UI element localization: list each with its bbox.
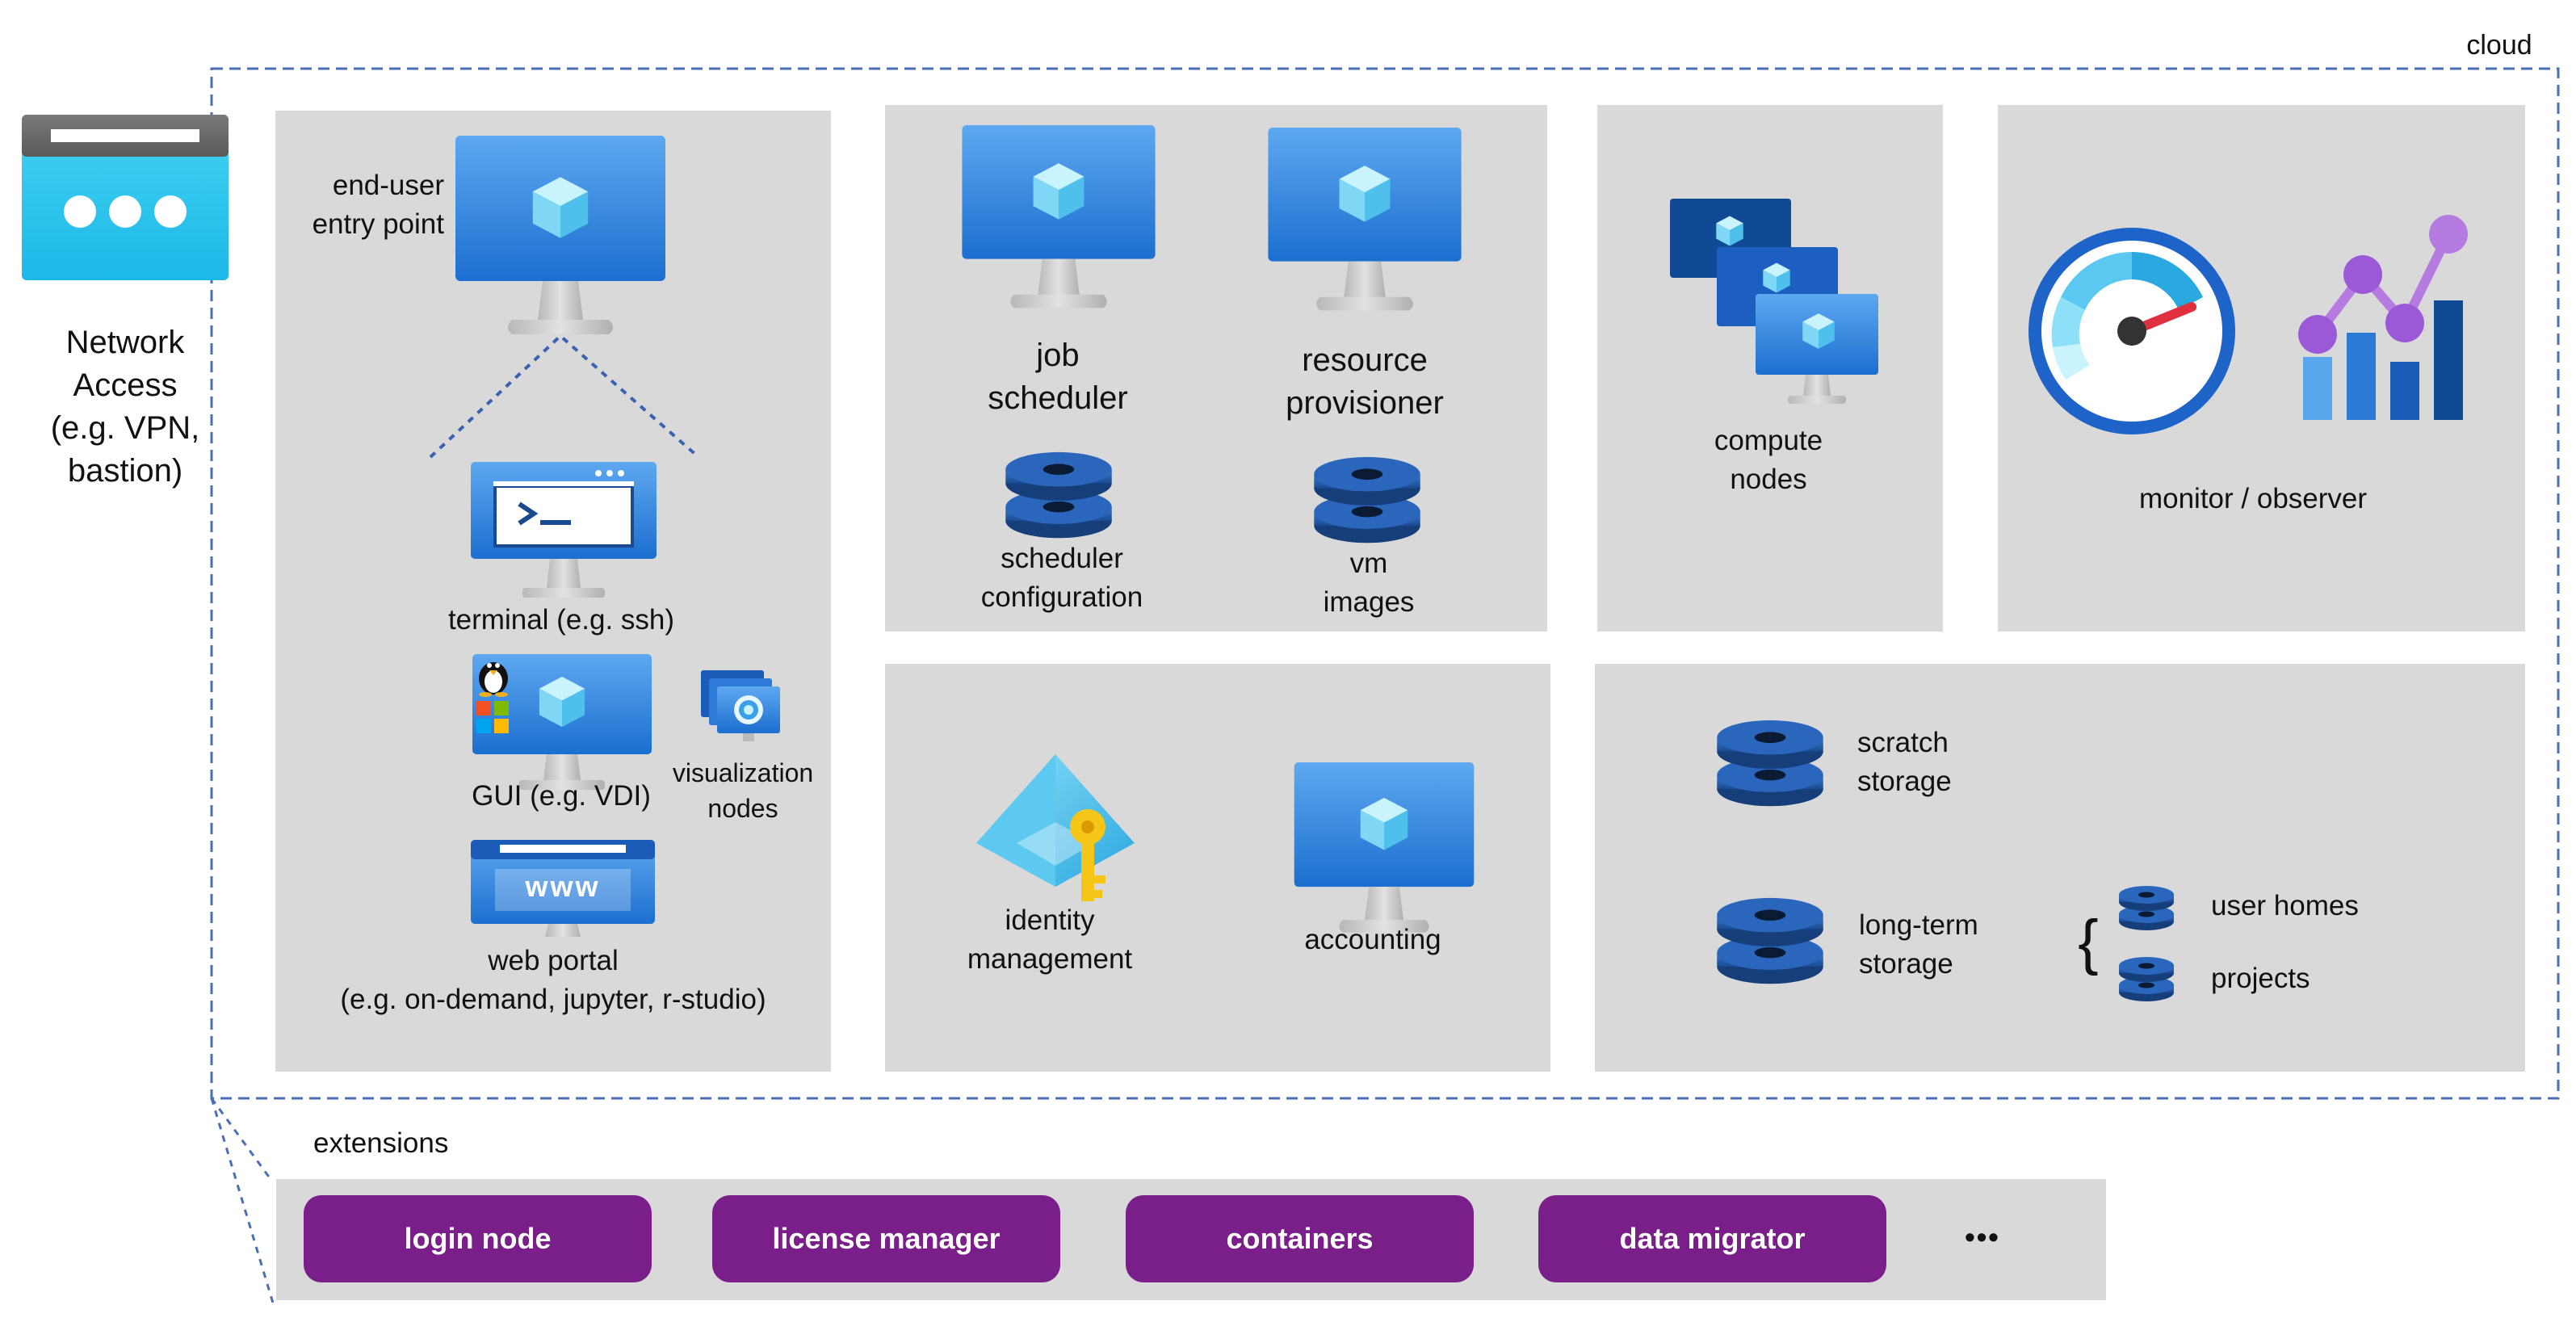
more-extensions-ellipsis: ••• xyxy=(1965,1220,2000,1253)
web-portal-icon xyxy=(471,840,655,937)
projects-disk-icon xyxy=(2119,957,2174,1001)
storage-brace: { xyxy=(2078,908,2099,976)
resource-provisioner-monitor-icon xyxy=(1265,128,1464,313)
visualization-nodes-icon xyxy=(701,670,780,741)
license-manager-button[interactable]: license manager xyxy=(712,1195,1060,1282)
vm-images-label: vm images xyxy=(1323,548,1415,618)
user-homes-label: user homes xyxy=(2211,890,2359,921)
scheduler-config-label: scheduler configuration xyxy=(980,543,1143,613)
terminal-icon xyxy=(471,462,657,598)
resource-provisioner-label: resource provisioner xyxy=(1286,342,1444,421)
containers-button[interactable]: containers xyxy=(1126,1195,1474,1282)
projects-label: projects xyxy=(2211,963,2310,994)
job-scheduler-monitor-icon xyxy=(959,125,1158,311)
data-migrator-button[interactable]: data migrator xyxy=(1538,1195,1886,1282)
cloud-label: cloud xyxy=(2466,30,2532,61)
extensions-title: extensions xyxy=(313,1127,449,1159)
accounting-monitor-icon xyxy=(1291,762,1477,935)
identity-label: identity management xyxy=(967,904,1133,975)
gauge-icon xyxy=(2028,228,2235,434)
scheduler-config-disk-icon xyxy=(1005,451,1112,539)
network-access-label: Network Access (e.g. VPN, bastion) xyxy=(50,325,200,489)
entry-point-label: end-user entry point xyxy=(312,170,444,240)
identity-pyramid-key-icon xyxy=(976,754,1135,901)
terminal-label: terminal (e.g. ssh) xyxy=(447,604,675,636)
compute-nodes-icon xyxy=(1670,199,1878,404)
job-scheduler-label: job scheduler xyxy=(988,338,1128,416)
analytics-chart-icon xyxy=(2298,215,2468,420)
windows-logo-icon xyxy=(476,701,509,733)
scratch-storage-label: scratch storage xyxy=(1857,727,1952,797)
monitor-label: monitor / observer xyxy=(2138,483,2368,514)
linux-tux-icon xyxy=(479,662,508,697)
www-label: www xyxy=(525,870,601,903)
web-portal-label: web portal (e.g. on-demand, jupyter, r-s… xyxy=(340,945,766,1015)
longterm-storage-label: long-term storage xyxy=(1859,909,1978,980)
gui-label: GUI (e.g. VDI) xyxy=(472,780,651,812)
vm-images-disk-icon xyxy=(1314,456,1420,543)
user-homes-disk-icon xyxy=(2119,886,2174,930)
browser-window-icon xyxy=(22,115,229,280)
gui-vdi-icon xyxy=(472,654,652,790)
visualization-label: visualization nodes xyxy=(672,758,814,823)
login-node-button[interactable]: login node xyxy=(304,1195,652,1282)
scratch-storage-disk-icon xyxy=(1717,720,1823,807)
longterm-storage-disk-icon xyxy=(1717,897,1823,984)
accounting-label: accounting xyxy=(1304,924,1441,955)
compute-nodes-label: compute nodes xyxy=(1714,425,1823,495)
